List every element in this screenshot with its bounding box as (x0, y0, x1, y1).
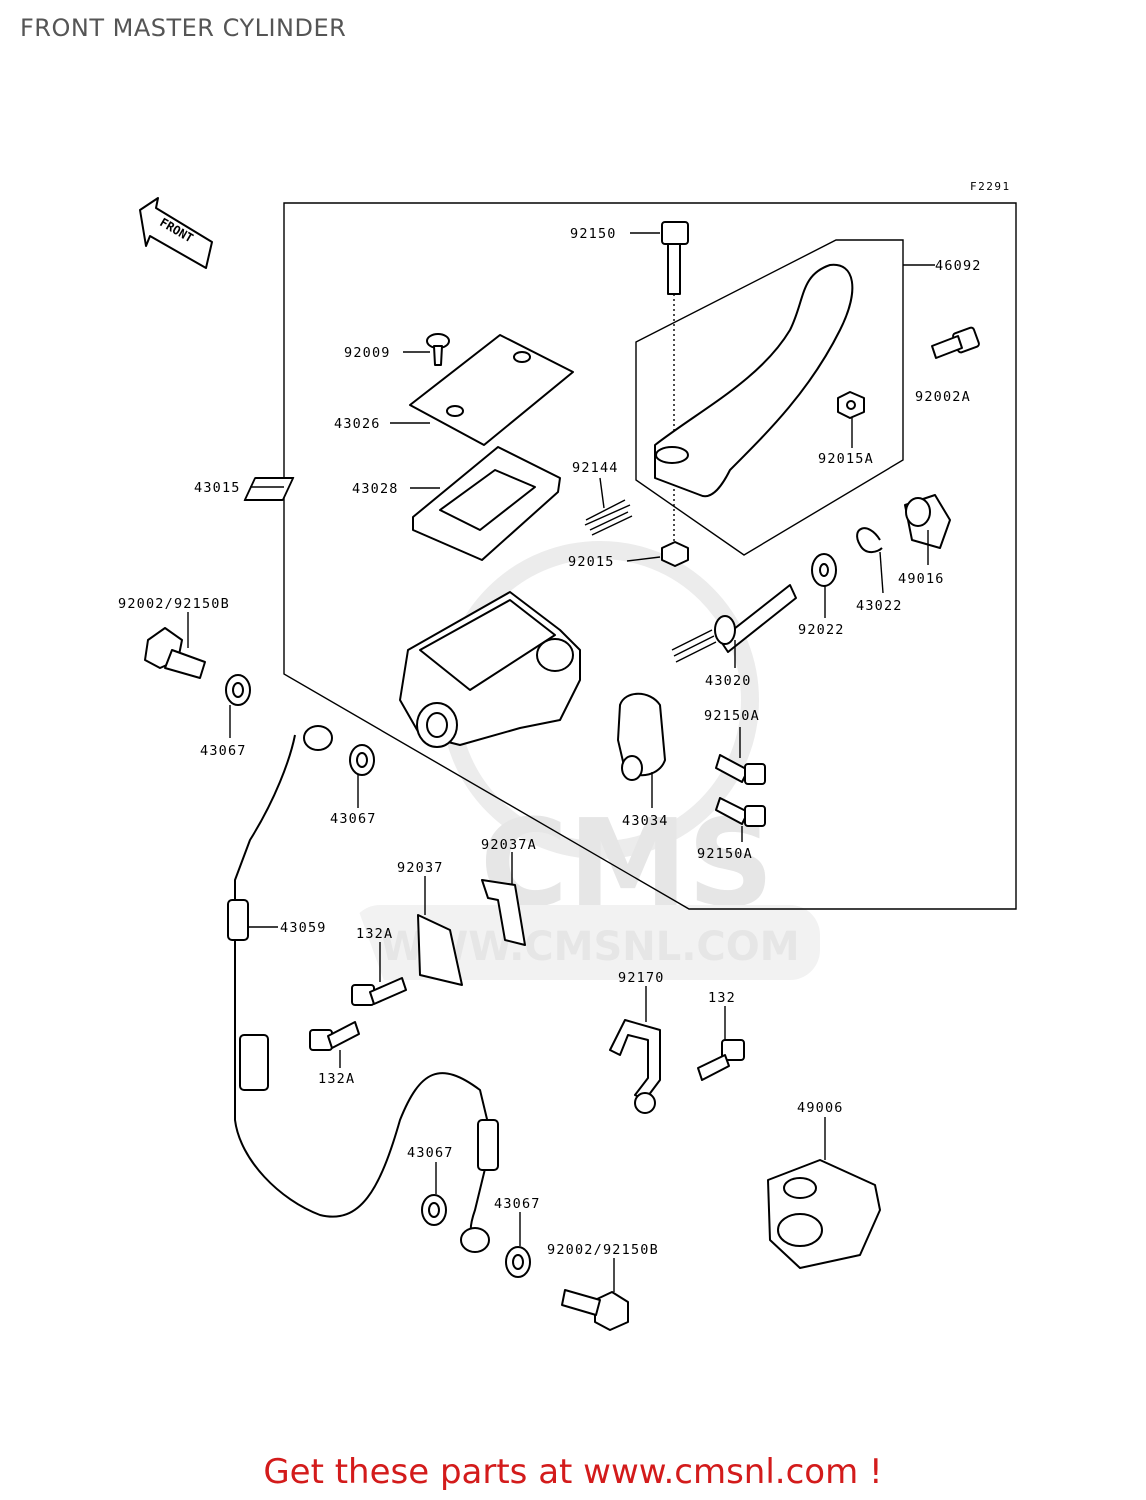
page-title: FRONT MASTER CYLINDER (20, 14, 347, 42)
label-92170: 92170 (618, 970, 665, 986)
label-92037: 92037 (397, 860, 444, 876)
label-132a-upper: 132A (356, 926, 393, 942)
label-43028: 43028 (352, 481, 399, 497)
label-92022: 92022 (798, 622, 845, 638)
front-arrow-icon: FRONT (139, 197, 213, 269)
label-49006: 49006 (797, 1100, 844, 1116)
label-43022: 43022 (856, 598, 903, 614)
label-92002-92150b-bottom: 92002/92150B (547, 1242, 659, 1258)
label-92009: 92009 (344, 345, 391, 361)
label-43067-c: 43067 (407, 1145, 454, 1161)
footer-cta-link[interactable]: Get these parts at www.cmsnl.com ! (263, 1452, 883, 1492)
label-92150a-lower: 92150A (697, 846, 753, 862)
label-92002-92150b-top: 92002/92150B (118, 596, 230, 612)
label-49016: 49016 (898, 571, 945, 587)
label-92150: 92150 (570, 226, 617, 242)
label-43067-b: 43067 (330, 811, 377, 827)
label-43067-d: 43067 (494, 1196, 541, 1212)
label-132: 132 (708, 990, 736, 1006)
label-46092: 46092 (935, 258, 982, 274)
label-92002a: 92002A (915, 389, 971, 405)
leader-lines (187, 232, 935, 1292)
figure-id: F2291 (970, 180, 1011, 193)
label-92015: 92015 (568, 554, 615, 570)
label-43059: 43059 (280, 920, 327, 936)
label-132a-lower: 132A (318, 1071, 355, 1087)
label-43034: 43034 (622, 813, 669, 829)
label-92144: 92144 (572, 460, 619, 476)
lever-group-outline (635, 239, 904, 556)
assembly-boundary (283, 202, 1017, 910)
label-43026: 43026 (334, 416, 381, 432)
label-43067-a: 43067 (200, 743, 247, 759)
label-92150a-upper: 92150A (704, 708, 760, 724)
label-92015a: 92015A (818, 451, 874, 467)
part-shapes (144, 221, 980, 1331)
label-92037a: 92037A (481, 837, 537, 853)
label-43020: 43020 (705, 673, 752, 689)
label-43015: 43015 (194, 480, 241, 496)
